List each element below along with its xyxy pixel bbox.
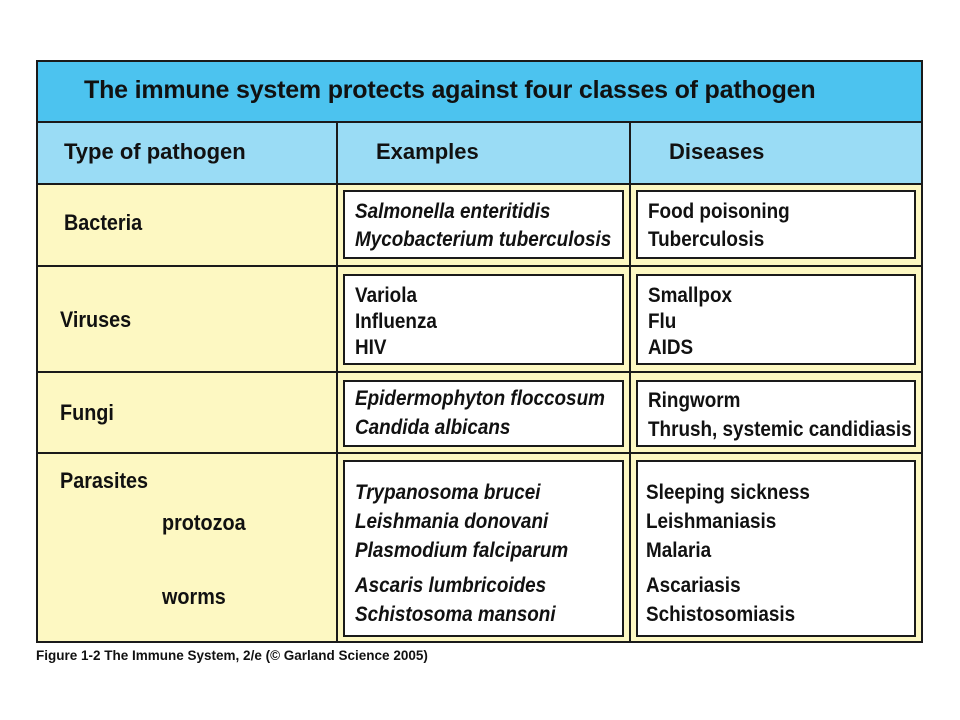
- pathogen-subtype-worms: worms: [162, 584, 226, 609]
- disease-item: Ascariasis: [646, 574, 741, 597]
- example-item: Ascaris lumbricoides: [355, 574, 547, 597]
- title-bar: The immune system protects against four …: [38, 62, 921, 123]
- examples-box-fungi: Epidermophyton floccosum Candida albican…: [343, 380, 624, 447]
- column-divider: [629, 123, 631, 643]
- disease-item: Thrush, systemic candidiasis: [648, 418, 912, 441]
- pathogen-type-viruses: Viruses: [60, 307, 132, 332]
- figure-caption: Figure 1-2 The Immune System, 2/e (© Gar…: [36, 648, 428, 663]
- disease-item: Food poisoning: [648, 200, 790, 223]
- disease-item: Flu: [648, 310, 677, 333]
- diseases-box-fungi: Ringworm Thrush, systemic candidiasis: [636, 380, 916, 447]
- row-divider: [38, 265, 921, 267]
- disease-item: Ringworm: [648, 389, 741, 412]
- header-examples: Examples: [376, 139, 479, 164]
- example-item: Candida albicans: [355, 416, 511, 439]
- examples-box-viruses: Variola Influenza HIV: [343, 274, 624, 365]
- disease-item: Sleeping sickness: [646, 481, 810, 504]
- diseases-box-viruses: Smallpox Flu AIDS: [636, 274, 916, 365]
- diseases-box-bacteria: Food poisoning Tuberculosis: [636, 190, 916, 259]
- pathogen-subtype-protozoa: protozoa: [162, 510, 246, 535]
- pathogen-type-parasites: Parasites: [60, 468, 149, 493]
- example-item: Schistosoma mansoni: [355, 603, 556, 626]
- disease-item: Leishmaniasis: [646, 510, 777, 533]
- disease-item: Malaria: [646, 539, 712, 562]
- examples-box-parasites: Trypanosoma brucei Leishmania donovani P…: [343, 460, 624, 637]
- disease-item: AIDS: [648, 336, 694, 359]
- example-item: Epidermophyton floccosum: [355, 387, 605, 410]
- example-item: Variola: [355, 284, 418, 307]
- header-diseases: Diseases: [669, 139, 765, 164]
- example-item: Plasmodium falciparum: [355, 539, 569, 562]
- pathogen-type-bacteria: Bacteria: [64, 210, 143, 235]
- disease-item: Tuberculosis: [648, 228, 765, 251]
- example-item: HIV: [355, 336, 387, 359]
- pathogen-type-fungi: Fungi: [60, 400, 114, 425]
- row-divider: [38, 371, 921, 373]
- example-item: Leishmania donovani: [355, 510, 549, 533]
- disease-item: Schistosomiasis: [646, 603, 796, 626]
- header-row: Type of pathogen Examples Diseases: [38, 123, 921, 185]
- diseases-box-parasites: Sleeping sickness Leishmaniasis Malaria …: [636, 460, 916, 637]
- example-item: Mycobacterium tuberculosis: [355, 228, 612, 251]
- pathogen-table: The immune system protects against four …: [36, 60, 923, 643]
- disease-item: Smallpox: [648, 284, 733, 307]
- header-type-of-pathogen: Type of pathogen: [64, 139, 246, 164]
- example-item: Influenza: [355, 310, 437, 333]
- table-title: The immune system protects against four …: [84, 76, 816, 104]
- row-divider: [38, 452, 921, 454]
- examples-box-bacteria: Salmonella enteritidis Mycobacterium tub…: [343, 190, 624, 259]
- example-item: Trypanosoma brucei: [355, 481, 541, 504]
- example-item: Salmonella enteritidis: [355, 200, 551, 223]
- column-divider: [336, 123, 338, 643]
